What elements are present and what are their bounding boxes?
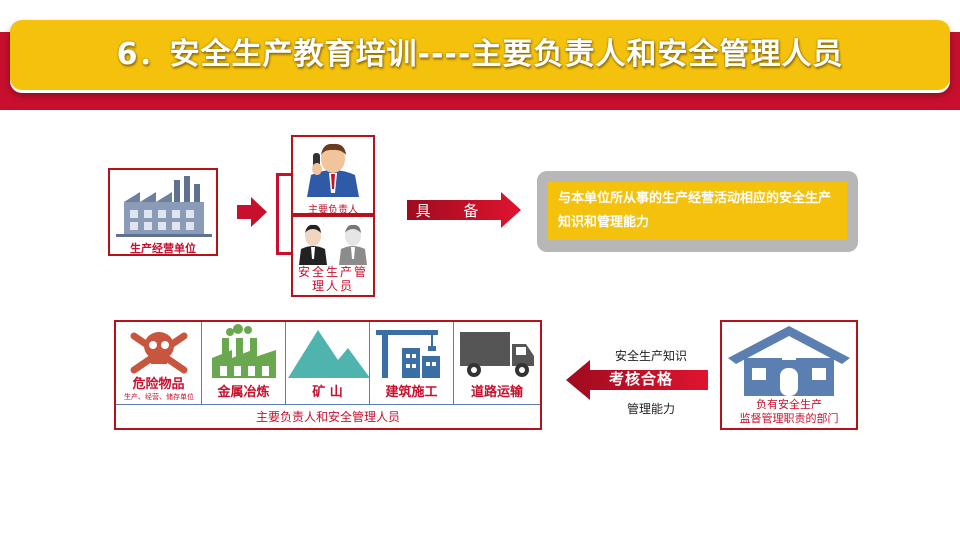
principal-label: 主要负责人 [308, 205, 358, 216]
crane-building-icon [376, 330, 440, 378]
principal-box: 主要负责人 [291, 135, 375, 216]
industry-construction: 建筑施工 [370, 322, 454, 404]
industry-metallurgy: 金属冶炼 [202, 322, 286, 404]
manager-on-phone-icon [307, 143, 359, 197]
industry-label: 建筑施工 [385, 385, 438, 400]
title-bar: 6．安全生产教育培训----主要负责人和安全管理人员 [10, 20, 950, 90]
skull-crossbones-icon [130, 332, 188, 374]
industries-box: 危险物品 生产、经营、储存单位 金属冶炼 矿 山 [114, 320, 542, 430]
requirement-label: 具 备 [415, 202, 493, 220]
page-title: 6．安全生产教育培训----主要负责人和安全管理人员 [116, 37, 844, 72]
house-icon [728, 326, 850, 396]
assessment-arrow-icon [566, 360, 708, 400]
industries-footer: 主要负责人和安全管理人员 [116, 404, 540, 428]
factory-building-icon [116, 176, 212, 237]
assessment-bottom-text: 管理能力 [626, 402, 675, 416]
requirement-text: 与本单位所从事的生产经营活动相应的安全生产知识和管理能力 [558, 191, 832, 230]
staff-pair-icon [299, 224, 367, 265]
truck-icon [460, 332, 534, 377]
requirement-panel-inner [548, 182, 847, 240]
industry-label: 危险物品 [132, 377, 185, 392]
industry-hazardous: 危险物品 生产、经营、储存单位 [116, 322, 202, 404]
enterprise-label: 生产经营单位 [130, 242, 196, 255]
bracket [276, 173, 292, 255]
staff-box: 安全生产管理人员 [291, 215, 375, 297]
department-label: 负有安全生产 监督管理职责的部门 [722, 398, 856, 426]
arrow-right-icon [237, 197, 267, 227]
industry-sublabel: 生产、经营、储存单位 [124, 393, 194, 401]
department-box: 负有安全生产 监督管理职责的部门 [720, 320, 858, 430]
requirement-arrow-icon [407, 192, 521, 228]
department-label-line2: 监督管理职责的部门 [739, 412, 839, 425]
enterprise-box: 生产经营单位 [108, 168, 218, 256]
factory-icon [212, 324, 276, 378]
assessment-main-text: 考核合格 [608, 370, 673, 388]
mountain-icon [288, 330, 370, 378]
industry-transport: 道路运输 [454, 322, 540, 404]
staff-label: 安全生产管理人员 [297, 265, 368, 293]
assessment-top-text: 安全生产知识 [614, 349, 687, 363]
industry-label: 道路运输 [470, 385, 523, 400]
industry-mining: 矿 山 [286, 322, 370, 404]
industry-label: 矿 山 [312, 385, 343, 400]
department-label-line1: 负有安全生产 [756, 398, 822, 411]
industry-label: 金属冶炼 [217, 385, 270, 400]
